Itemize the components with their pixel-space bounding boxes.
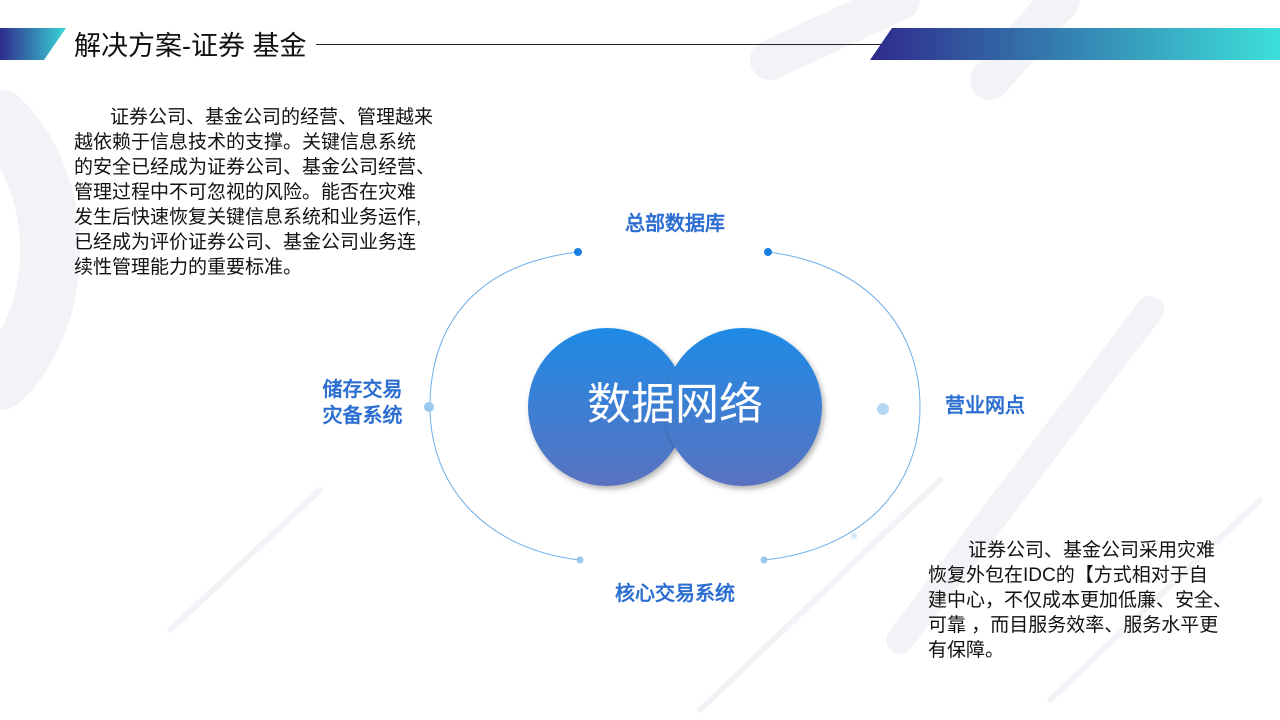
orbit-dot: [574, 248, 582, 256]
header-divider: [316, 44, 886, 45]
node-left-label: 储存交易 灾备系统: [300, 377, 425, 429]
paragraph-line: 恢复外包在IDC的【方式相对于自: [928, 565, 1208, 586]
center-label: 数据网络: [587, 380, 763, 429]
paragraph-line: 有保障。: [928, 640, 1005, 661]
paragraph-line: 证券公司、基金公司的经营、管理越来: [110, 107, 434, 128]
header-right-banner: [870, 28, 1280, 60]
orbit-dot: [764, 248, 772, 256]
paragraph-line: 建中心，不仅成本更加低廉、安全、: [928, 590, 1233, 611]
orbit-arc-right: [763, 251, 921, 561]
paragraph-line: 越依赖于信息技术的支撑。关键信息系统: [74, 132, 417, 153]
circle-left: [528, 328, 686, 486]
orbit-dot: [424, 402, 434, 412]
paragraph-line: 发生后快速恢复关键信息系统和业务运作,: [74, 207, 422, 228]
page-title: 解决方案-证券 基金: [74, 31, 307, 61]
paragraph-line: 证券公司、基金公司采用灾难: [968, 540, 1216, 561]
paragraph-line: 已经成为评价证券公司、基金公司业务连: [74, 232, 417, 253]
outsourcing-paragraph: 证券公司、基金公司采用灾难 恢复外包在IDC的【方式相对于自 建中心，不仅成本更…: [928, 538, 1232, 663]
paragraph-line: 可靠 ，而目服务效率、服务水平更: [928, 615, 1219, 636]
paragraph-line: 管理过程中不可忽视的风险。能否在灾难: [74, 182, 417, 203]
node-top-label: 总部数据库: [625, 213, 725, 235]
paragraph-line: 续性管理能力的重要标准。: [74, 257, 303, 278]
node-right-label: 营业网点: [945, 395, 1025, 417]
paragraph-line: 的安全已经成为证券公司、基金公司经营、: [74, 157, 436, 178]
node-left-line: 灾备系统: [322, 405, 403, 427]
orbit-dot: [760, 556, 768, 564]
orbit-dot: [851, 533, 857, 539]
intro-paragraph: 证券公司、基金公司的经营、管理越来 越依赖于信息技术的支撑。关键信息系统 的安全…: [74, 105, 435, 280]
header-left-banner: [0, 28, 66, 60]
circle-right: [664, 328, 822, 486]
orbit-dot: [576, 556, 584, 564]
orbit-dot: [877, 403, 889, 415]
node-left-line: 储存交易: [322, 379, 403, 401]
node-bottom-label: 核心交易系统: [615, 583, 735, 605]
